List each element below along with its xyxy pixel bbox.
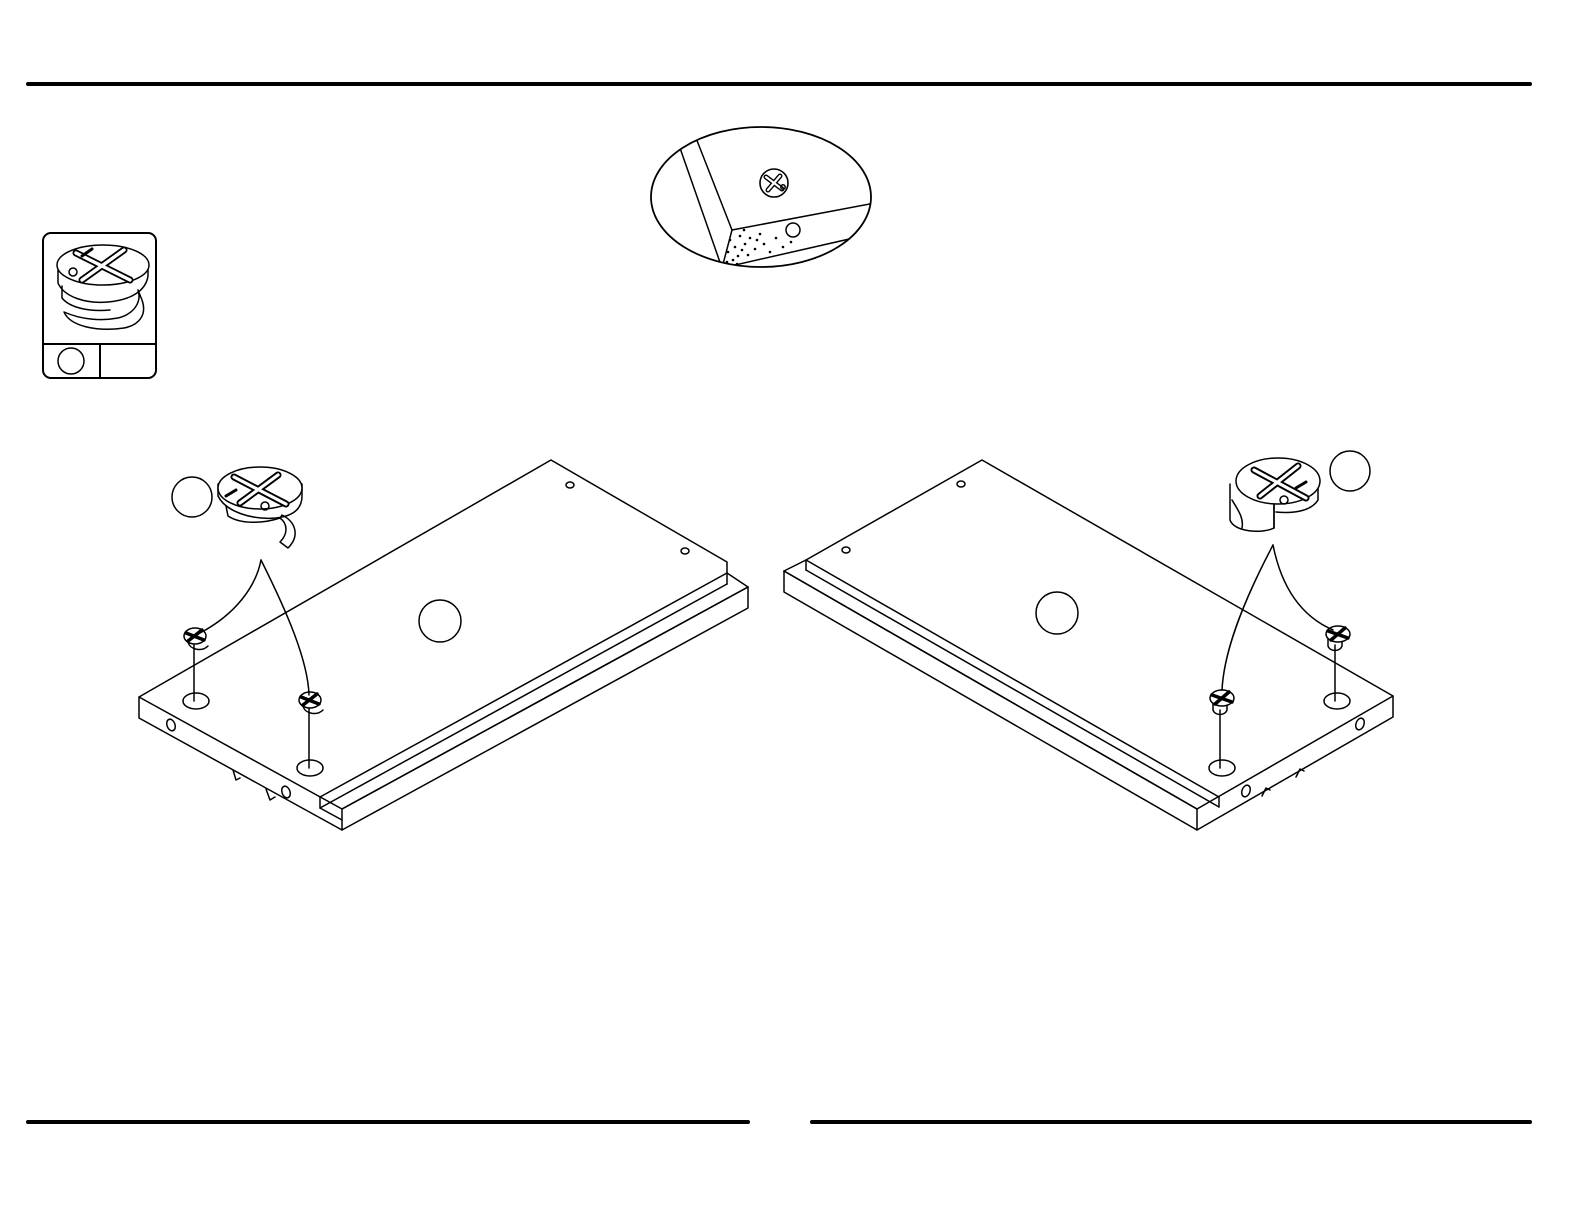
cam-lock-icon [57, 245, 149, 329]
panel-right [784, 451, 1393, 830]
detail-callout [651, 127, 880, 268]
cam-bolt-hole [786, 223, 800, 237]
cam-lock-top-icon [760, 169, 788, 197]
part-label-circle [172, 477, 212, 517]
hardware-legend [43, 233, 156, 378]
cam-lock-cylinder-icon [1230, 458, 1320, 531]
cam-lock-with-hook-icon [218, 467, 302, 548]
panel-left [139, 460, 748, 830]
part-label-circle [1330, 451, 1370, 491]
cam-lock-icon [1326, 626, 1350, 651]
legend-letter-circle [58, 348, 84, 374]
